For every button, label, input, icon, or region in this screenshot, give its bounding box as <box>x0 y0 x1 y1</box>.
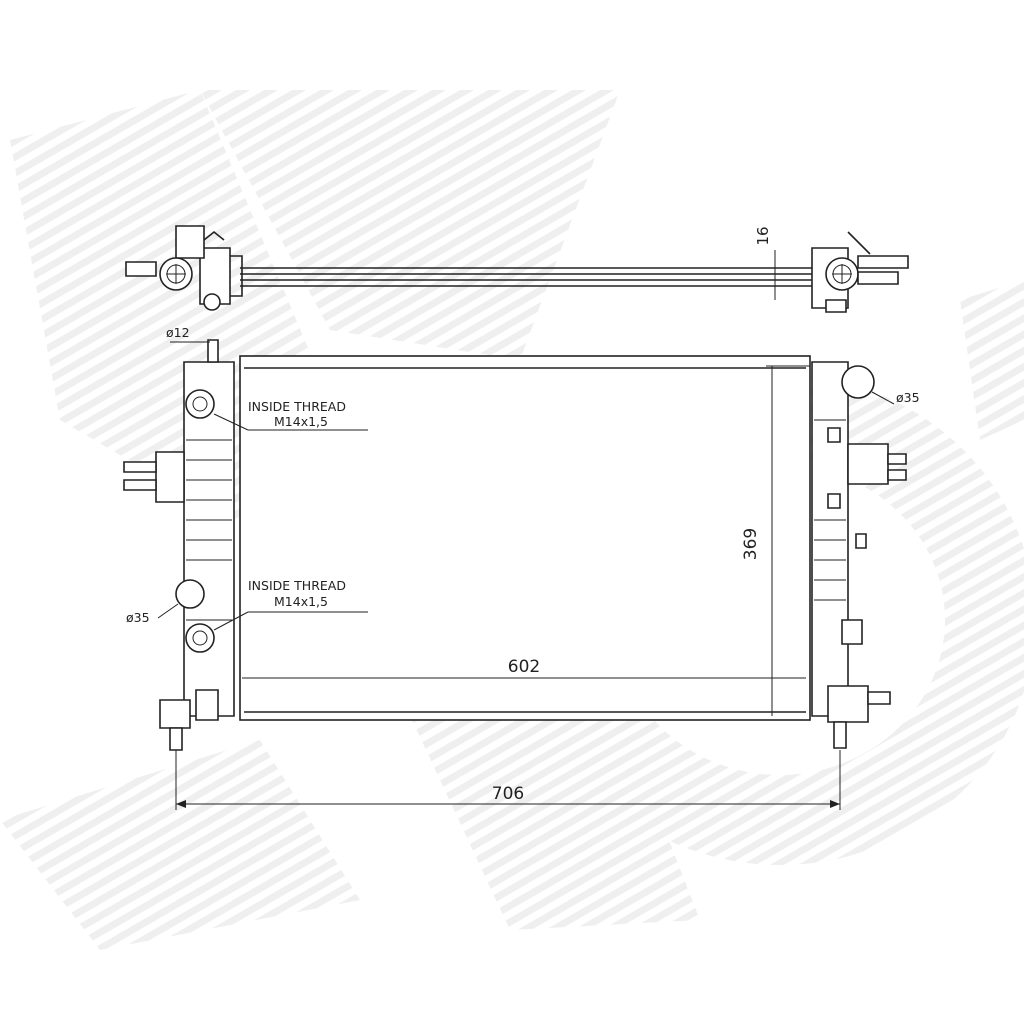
thread-label-top-2: M14x1,5 <box>274 414 328 429</box>
leaders <box>157 341 895 631</box>
core-width-dimension: 602 <box>508 657 540 677</box>
diameter-label-small: ø12 <box>166 325 190 340</box>
right-tank-ribs <box>814 419 846 601</box>
left-tank-ribs <box>186 439 232 621</box>
height-dimension: 369 <box>741 528 761 560</box>
top-view <box>125 225 909 313</box>
thread-label-top-1: INSIDE THREAD <box>248 399 346 414</box>
diameter-label-right: ø35 <box>896 390 920 405</box>
front-view <box>123 339 907 751</box>
thread-label-bottom-2: M14x1,5 <box>274 594 328 609</box>
dimension-lines <box>175 365 841 810</box>
depth-dimension: 16 <box>754 226 772 245</box>
overall-width-dimension: 706 <box>492 784 524 804</box>
diameter-label-left: ø35 <box>126 610 150 625</box>
thread-label-bottom-1: INSIDE THREAD <box>248 578 346 593</box>
